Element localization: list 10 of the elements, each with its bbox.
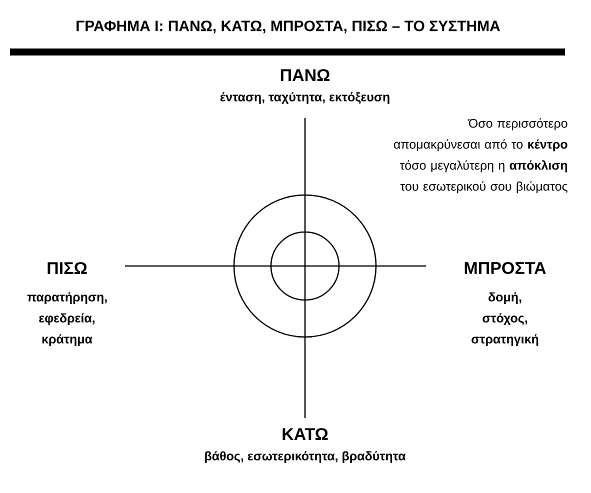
direction-keywords: δομή, στόχος, στρατηγική <box>472 292 538 346</box>
direction-keywords: παρατήρηση, εφεδρεία, κράτημα <box>27 292 107 346</box>
direction-heading: ΠΙΣΩ <box>48 262 87 274</box>
direction-keywords: βάθος, εσωτερικότητα, βραδύτητα <box>205 451 406 463</box>
direction-heading: ΚΑΤΩ <box>282 428 328 440</box>
direction-heading: ΠΑΝΩ <box>280 69 330 81</box>
title: ΓΡΑΦΗΜΑ Ι: ΠΑΝΩ, ΚΑΤΩ, ΜΠΡΟΣΤΑ, ΠΙΣΩ – ΤΟ ΣΥΣΤΗΜΑ <box>76 20 500 34</box>
note-text: Όσο περισσότερο απομακρύνεσαι από το κέντρο τόσο μεγαλύτερη η απόκλιση του εσωτερικού σου βιώματος <box>394 118 568 194</box>
direction-heading: ΜΠΡΟΣΤΑ <box>464 262 546 274</box>
direction-keywords: ένταση, ταχύτητα, εκτόξευση <box>220 92 390 104</box>
